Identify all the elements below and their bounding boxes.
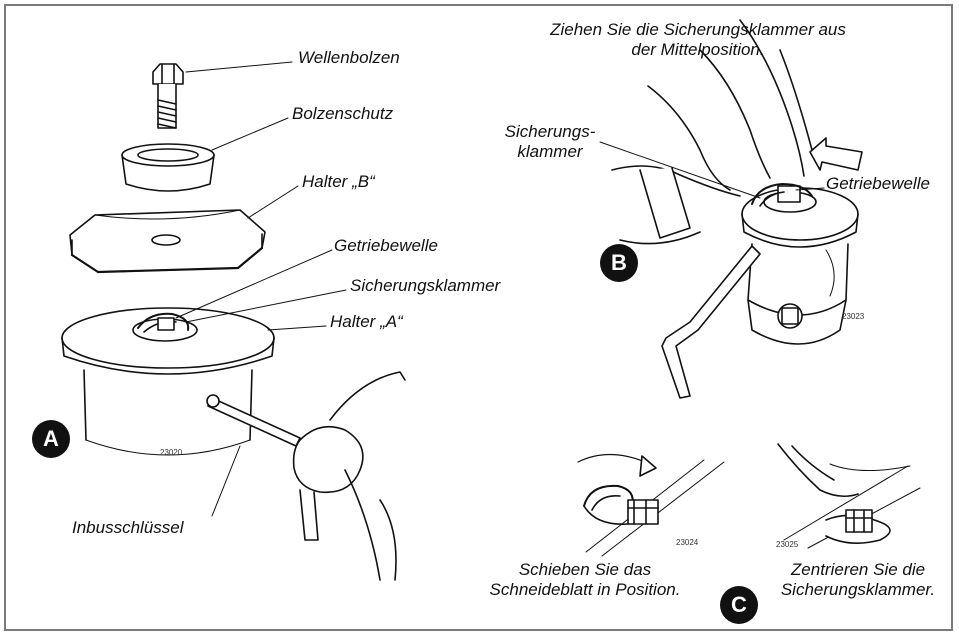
label-schieben-line2: Schneideblatt in Position. (489, 580, 681, 599)
label-getriebewelle-b: Getriebewelle (826, 174, 930, 193)
holder-b-drawing (69, 209, 266, 274)
label-sicherungsklammer-a: Sicherungsklammer (350, 276, 501, 295)
pull-arrow-icon (809, 137, 863, 171)
label-schieben-line1: Schieben Sie das (518, 560, 652, 579)
label-halter-a: Halter „A“ (330, 312, 403, 331)
label-inbusschluessel: Inbusschlüssel (72, 518, 184, 537)
label-schieben: Schieben Sie das Schneideblatt in Positi… (462, 560, 708, 600)
label-ziehen: Ziehen Sie die Sicherungsklammer aus der… (508, 20, 888, 60)
figure-code-a: 23020 (160, 448, 183, 457)
figure-code-b: 23023 (842, 312, 865, 321)
holder-a-drawing (61, 307, 275, 456)
label-sicherungs-line1: Sicherungs- (504, 122, 596, 141)
center-clamp-drawing (777, 443, 921, 549)
allen-key-drawing-b (661, 245, 761, 399)
badge-c: C (720, 586, 758, 624)
label-halter-b: Halter „B“ (302, 172, 375, 191)
label-zentrieren: Zentrieren Sie die Sicherungsklammer. (766, 560, 950, 600)
label-getriebewelle-a: Getriebewelle (334, 236, 438, 255)
badge-b: B (600, 244, 638, 282)
label-zentrieren-line2: Sicherungsklammer. (780, 580, 936, 599)
leader-lines-a (175, 61, 347, 517)
leader-lines-b (599, 141, 825, 199)
figure-code-c1: 23024 (676, 538, 699, 547)
figure-code-c2: 23025 (776, 540, 799, 549)
label-zentrieren-line1: Zentrieren Sie die (790, 560, 926, 579)
hand-drawing-a (292, 371, 406, 581)
label-wellenbolzen: Wellenbolzen (298, 48, 400, 67)
hand-drawing-b (611, 19, 813, 245)
label-ziehen-line1: Ziehen Sie die Sicherungsklammer aus (550, 20, 846, 39)
bolt-guard-drawing (121, 143, 215, 192)
label-sicherungs-line2: klammer (517, 142, 583, 161)
label-bolzenschutz: Bolzenschutz (292, 104, 394, 123)
label-sicherungsklammer-b: Sicherungs- klammer (490, 122, 610, 162)
label-ziehen-line2: der Mittelposition. (631, 40, 765, 59)
shaft-assembly-drawing-b (741, 183, 859, 345)
badge-a: A (32, 420, 70, 458)
shaft-bolt-drawing (152, 63, 184, 129)
blade-insert-drawing (577, 453, 725, 557)
allen-key-drawing-a (206, 394, 301, 447)
